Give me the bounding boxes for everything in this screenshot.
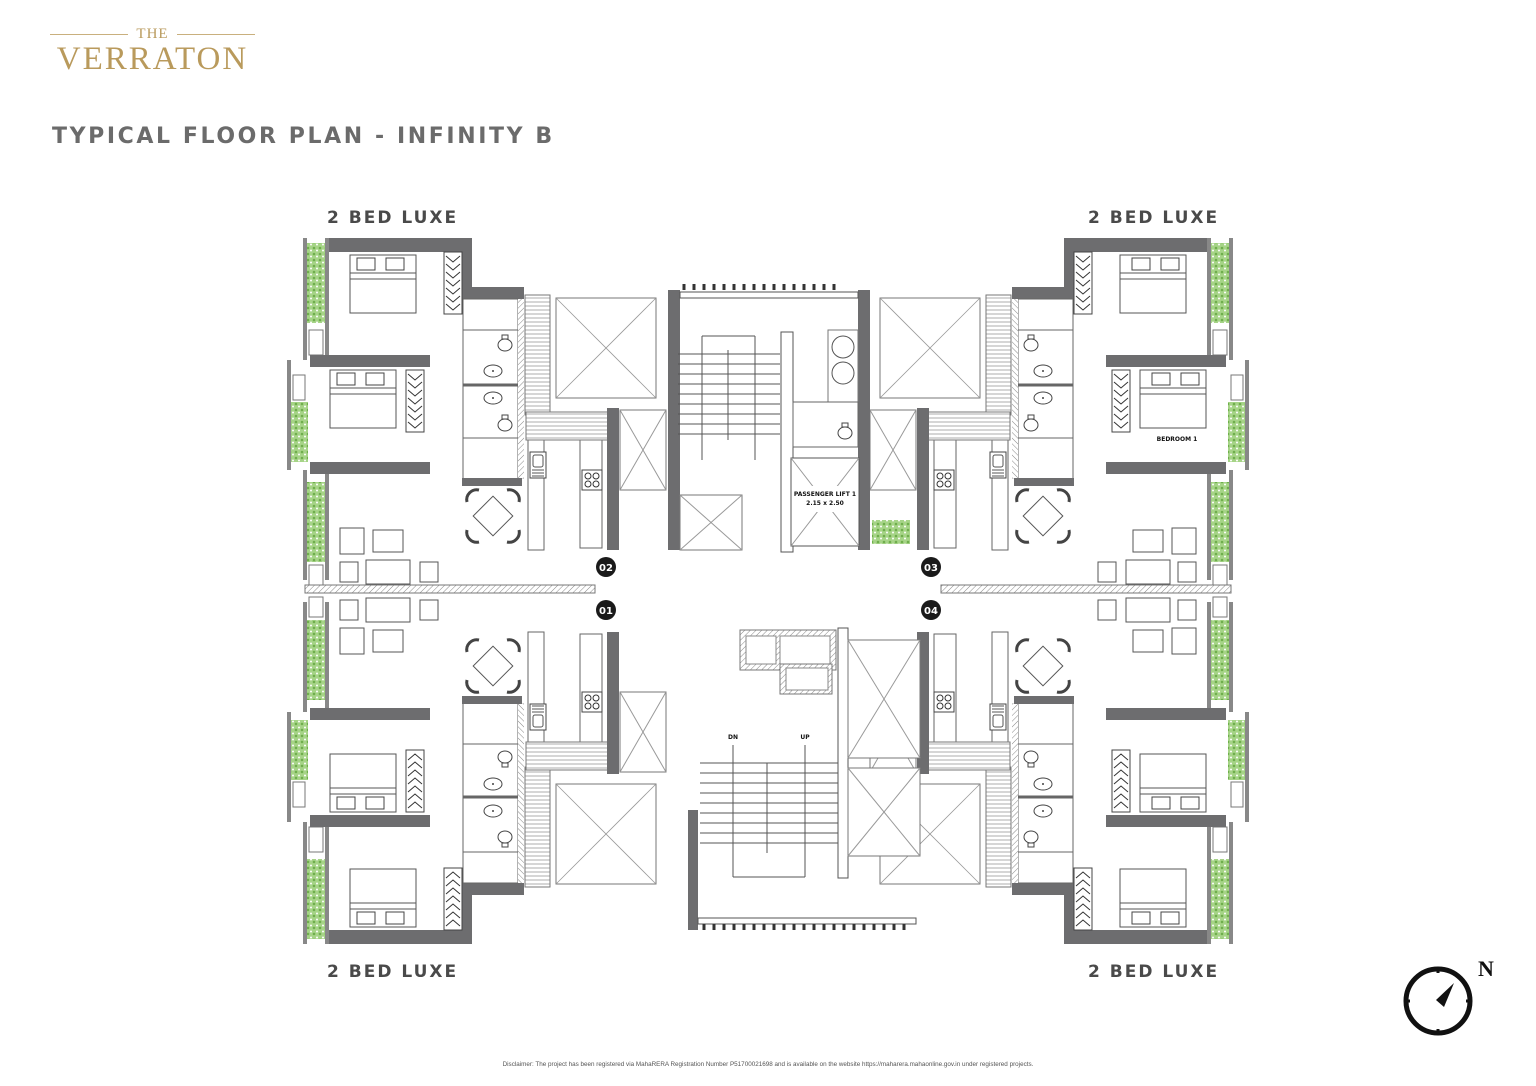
lift-label: PASSENGER LIFT 1 [794, 491, 856, 498]
svg-text:02: 02 [599, 563, 613, 574]
quadrant-top-left [287, 238, 666, 585]
unit-marker-04: 04 [921, 600, 941, 620]
page-title: TYPICAL FLOOR PLAN - INFINITY B [52, 124, 555, 149]
bedroom-1-label: BEDROOM 1 [1157, 436, 1198, 443]
svg-text:03: 03 [924, 563, 938, 574]
logo-rule-left [50, 33, 129, 35]
north-label: N [1478, 956, 1494, 981]
unit-label-top-left: 2 BED LUXE [327, 208, 459, 228]
unit-label-top-right: 2 BED LUXE [1088, 208, 1220, 228]
brand-name: VERRATON [56, 41, 249, 77]
unit-marker-03: 03 [921, 557, 941, 577]
core-top: PASSENGER LIFT 1 2.15 x 2.50 [668, 284, 910, 553]
quadrant-bottom-right [870, 597, 1249, 944]
logo-rule-right [176, 33, 256, 35]
stair-up-label: UP [800, 734, 810, 741]
core-bottom: DN UP [688, 627, 921, 930]
lift-size: 2.15 x 2.50 [806, 500, 844, 507]
unit-label-bottom-right: 2 BED LUXE [1088, 962, 1220, 982]
brand-logo: THE VERRATON [50, 26, 256, 77]
quadrant-bottom-left [287, 597, 666, 944]
unit-marker-01: 01 [596, 600, 616, 620]
svg-text:04: 04 [924, 606, 938, 617]
brand-prefix-text: THE [136, 26, 169, 42]
unit-marker-02: 02 [596, 557, 616, 577]
svg-text:01: 01 [599, 606, 613, 617]
compass-north-icon [1403, 966, 1473, 1036]
party-wall-left [304, 584, 596, 594]
stair-down-label: DN [728, 734, 738, 741]
party-wall-right [940, 584, 1232, 594]
quadrant-top-right [870, 238, 1249, 585]
unit-label-bottom-left: 2 BED LUXE [327, 962, 459, 982]
brand-prefix: THE [50, 26, 256, 42]
disclaimer-text: Disclaimer: The project has been registe… [502, 1061, 1034, 1068]
